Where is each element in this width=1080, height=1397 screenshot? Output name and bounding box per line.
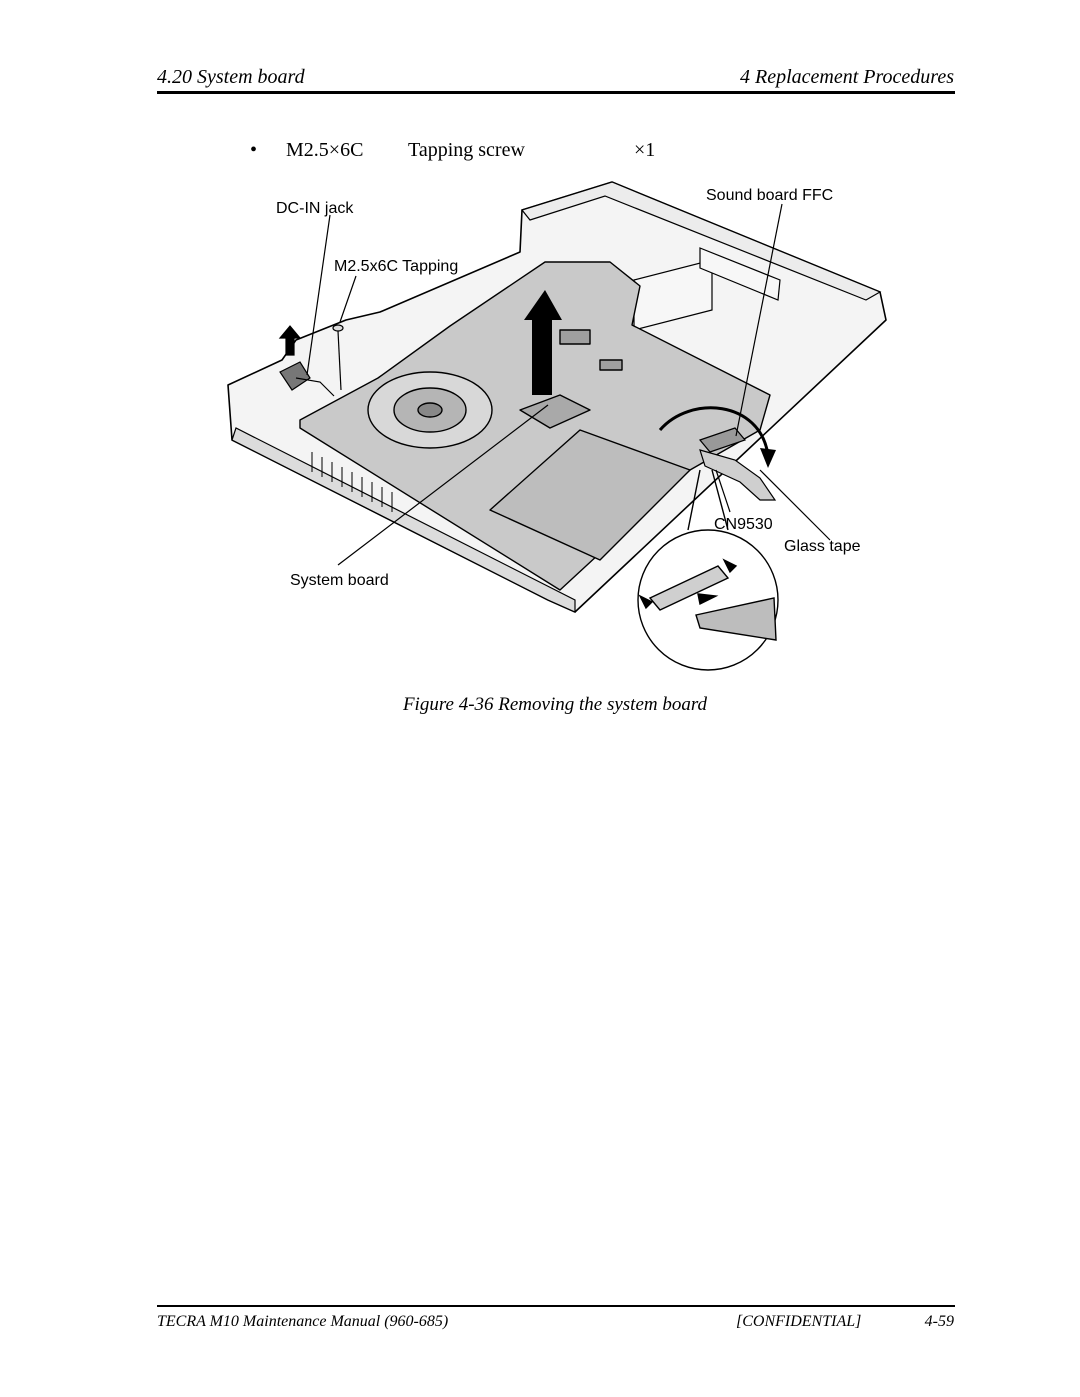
leader-lines bbox=[306, 203, 831, 566]
label-connector: CN9530 bbox=[714, 516, 773, 533]
vent-slots bbox=[311, 452, 393, 512]
connector-detail-inset bbox=[637, 469, 779, 671]
manual-title: TECRA M10 Maintenance Manual (960-685) bbox=[157, 1313, 449, 1330]
arrow-head-icon bbox=[760, 448, 776, 468]
confidential-mark: [CONFIDENTIAL] bbox=[736, 1313, 862, 1330]
label-sound-board-ffc: Sound board FFC bbox=[706, 187, 833, 204]
system-board-plate bbox=[299, 261, 771, 591]
label-glass-tape: Glass tape bbox=[784, 538, 861, 555]
section-title: 4.20 System board bbox=[157, 66, 305, 88]
footer-rule bbox=[157, 1305, 955, 1307]
screw-quantity: ×1 bbox=[634, 139, 656, 161]
label-screw: M2.5x6C Tapping bbox=[334, 258, 458, 275]
label-system-board: System board bbox=[290, 572, 389, 589]
header-rule bbox=[157, 91, 955, 94]
screw-type: Tapping screw bbox=[408, 139, 525, 161]
bullet-symbol: • bbox=[250, 139, 258, 161]
label-dc-in-jack: DC-IN jack bbox=[276, 200, 354, 217]
figure-caption: Figure 4-36 Removing the system board bbox=[402, 694, 708, 715]
up-arrow-icon bbox=[278, 325, 302, 356]
chapter-title: 4 Replacement Procedures bbox=[740, 66, 954, 88]
lift-arrow-icon bbox=[524, 290, 562, 395]
screw-code: M2.5×6C bbox=[286, 139, 364, 161]
page-number: 4-59 bbox=[924, 1313, 954, 1330]
ffc-rotation-arrow-icon bbox=[658, 406, 770, 456]
sound-board-ffc-cable bbox=[698, 427, 777, 501]
screw-icon bbox=[332, 324, 344, 391]
dc-in-jack bbox=[278, 325, 335, 397]
system-board-removal-illustration: DC-IN jack M2.5x6C Tapping Sound board F… bbox=[227, 181, 887, 671]
